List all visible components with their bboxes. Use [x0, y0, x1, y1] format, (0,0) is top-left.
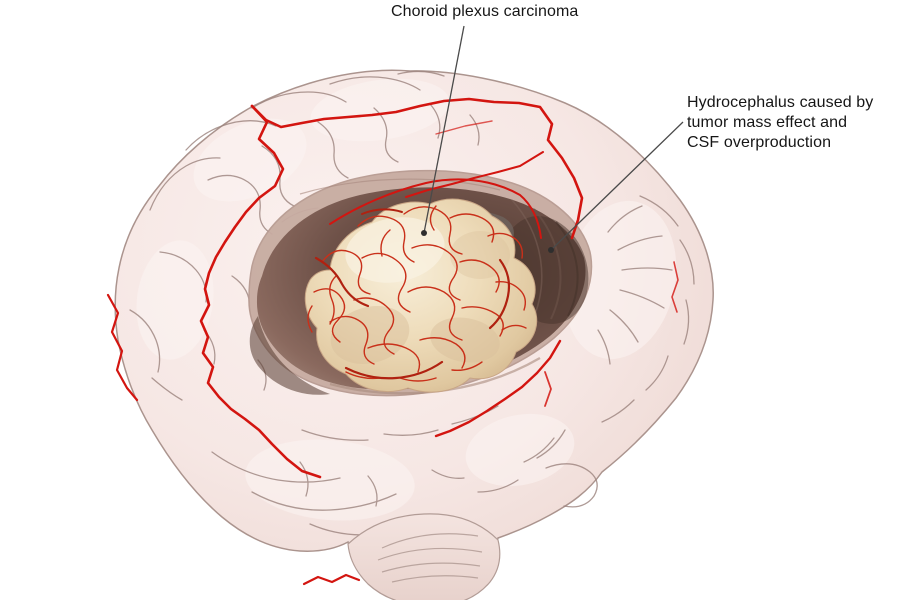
- artery-left-edge: [106, 293, 139, 402]
- cerebellum-body: [347, 513, 501, 600]
- label-hydrocephalus: Hydrocephalus caused by tumor mass effec…: [687, 93, 873, 153]
- artery-branch-upper: [405, 151, 544, 198]
- surface-arteries: [106, 97, 679, 586]
- leader-dot-tumor: [421, 230, 427, 236]
- cerebellum-striations: [377, 533, 483, 583]
- artery-rim: [329, 178, 542, 239]
- label-choroid-plexus-carcinoma: Choroid plexus carcinoma: [391, 3, 579, 20]
- tumor-vessels: [307, 205, 527, 382]
- tumor-lobe-shading: [330, 217, 510, 364]
- label-hydrocephalus-line2: tumor mass effect and: [687, 114, 848, 131]
- artery-right-frontal: [671, 261, 679, 313]
- artery-lower-right-tail: [544, 371, 552, 407]
- artery-lower-right: [434, 339, 562, 438]
- artery-bottom: [302, 573, 361, 586]
- cerebellum: [347, 513, 501, 600]
- label-hydrocephalus-line1: Hydrocephalus caused by: [687, 94, 874, 111]
- leader-line-hydrocephalus: [550, 121, 684, 251]
- brain: [106, 69, 714, 600]
- artery-left-winding: [199, 104, 322, 479]
- leader-lines: [421, 25, 684, 253]
- leader-line-tumor: [423, 25, 465, 234]
- cut-rim-line: [299, 178, 501, 195]
- leader-dot-hydrocephalus: [548, 247, 554, 253]
- label-hydrocephalus-line3: CSF overproduction: [687, 134, 832, 151]
- artery-superior: [250, 97, 584, 240]
- tumor: [304, 198, 538, 393]
- artery-thin-top: [435, 120, 493, 135]
